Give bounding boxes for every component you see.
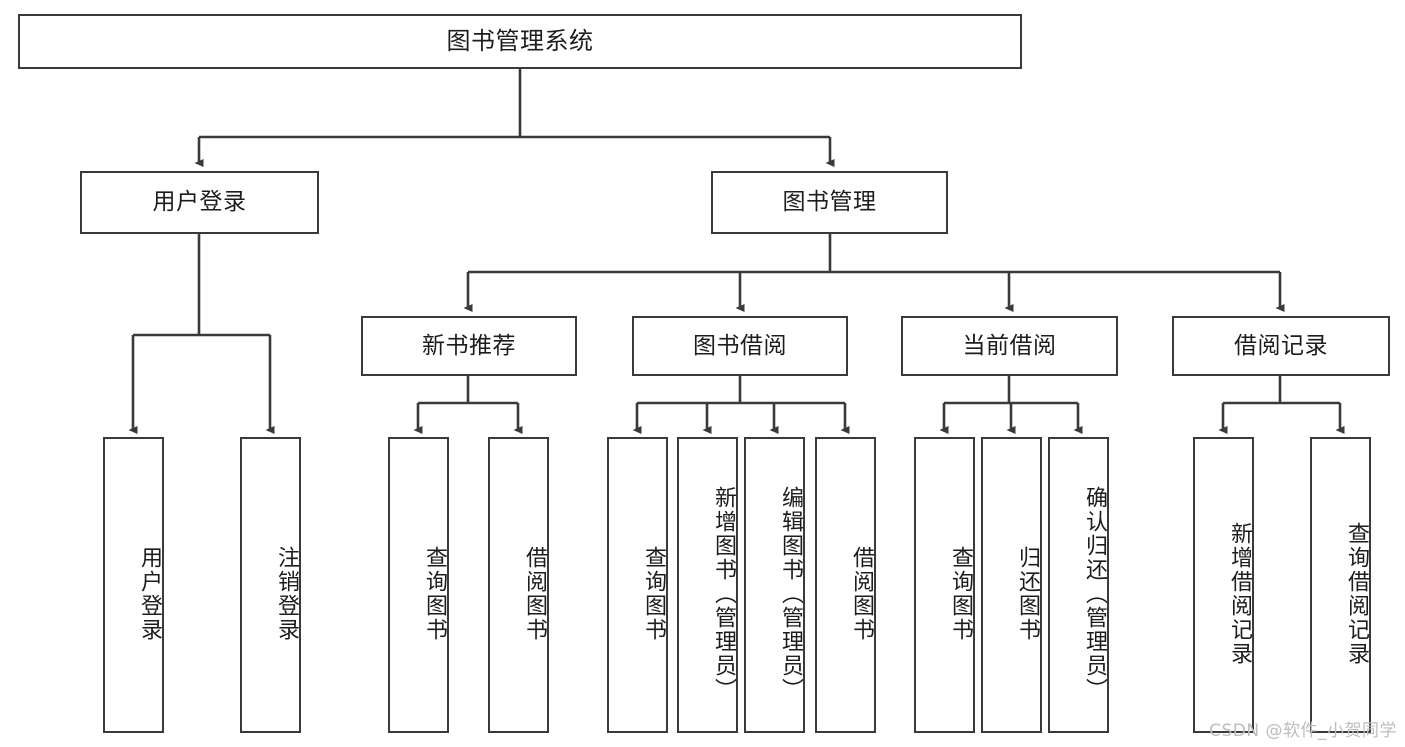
leaf-user-login[interactable]: 用户登录 — [103, 437, 164, 733]
leaf-user-login-label: 用户登录 — [137, 546, 162, 642]
leaf-edit-book-admin-label: 编辑图书（管理员） — [778, 486, 803, 702]
node-new-book-recommend[interactable]: 新书推荐 — [361, 316, 577, 376]
node-new-book-recommend-label: 新书推荐 — [422, 332, 516, 359]
leaf-query-book-newbook[interactable]: 查询图书 — [388, 437, 449, 733]
leaf-query-book-borrow[interactable]: 查询图书 — [607, 437, 668, 733]
leaf-borrow-book-newbook[interactable]: 借阅图书 — [488, 437, 549, 733]
leaf-borrow-book[interactable]: 借阅图书 — [815, 437, 876, 733]
leaf-confirm-return-admin-label: 确认归还（管理员） — [1082, 486, 1107, 702]
node-borrow-record-label: 借阅记录 — [1234, 332, 1328, 359]
node-book-management[interactable]: 图书管理 — [711, 171, 948, 234]
node-user-login-label: 用户登录 — [152, 189, 247, 216]
leaf-return-book[interactable]: 归还图书 — [981, 437, 1042, 733]
leaf-query-book-borrow-label: 查询图书 — [641, 546, 666, 642]
leaf-logout-label: 注销登录 — [274, 546, 299, 642]
leaf-borrow-book-newbook-label: 借阅图书 — [522, 546, 547, 642]
node-root-label: 图书管理系统 — [446, 26, 594, 55]
leaf-add-book-admin-label: 新增图书（管理员） — [711, 486, 736, 702]
watermark: CSDN @软件_小贺同学 — [1209, 721, 1397, 741]
leaf-query-book-newbook-label: 查询图书 — [422, 546, 447, 642]
leaf-query-borrow-record[interactable]: 查询借阅记录 — [1310, 437, 1371, 733]
leaf-confirm-return-admin[interactable]: 确认归还（管理员） — [1048, 437, 1109, 733]
leaf-logout[interactable]: 注销登录 — [240, 437, 301, 733]
node-current-borrow[interactable]: 当前借阅 — [901, 316, 1118, 376]
node-root[interactable]: 图书管理系统 — [18, 14, 1022, 69]
leaf-add-book-admin[interactable]: 新增图书（管理员） — [677, 437, 738, 733]
leaf-return-book-label: 归还图书 — [1015, 546, 1040, 642]
node-book-borrow-label: 图书借阅 — [693, 332, 787, 359]
node-book-management-label: 图书管理 — [782, 189, 877, 216]
leaf-query-book-current-label: 查询图书 — [948, 546, 973, 642]
leaf-add-borrow-record[interactable]: 新增借阅记录 — [1193, 437, 1254, 733]
leaf-query-borrow-record-label: 查询借阅记录 — [1344, 522, 1369, 666]
node-user-login[interactable]: 用户登录 — [80, 171, 319, 234]
leaf-add-borrow-record-label: 新增借阅记录 — [1227, 522, 1252, 666]
leaf-edit-book-admin[interactable]: 编辑图书（管理员） — [744, 437, 805, 733]
node-book-borrow[interactable]: 图书借阅 — [632, 316, 848, 376]
leaf-query-book-current[interactable]: 查询图书 — [914, 437, 975, 733]
leaf-borrow-book-label: 借阅图书 — [849, 546, 874, 642]
node-current-borrow-label: 当前借阅 — [962, 332, 1057, 359]
node-borrow-record[interactable]: 借阅记录 — [1172, 316, 1390, 376]
